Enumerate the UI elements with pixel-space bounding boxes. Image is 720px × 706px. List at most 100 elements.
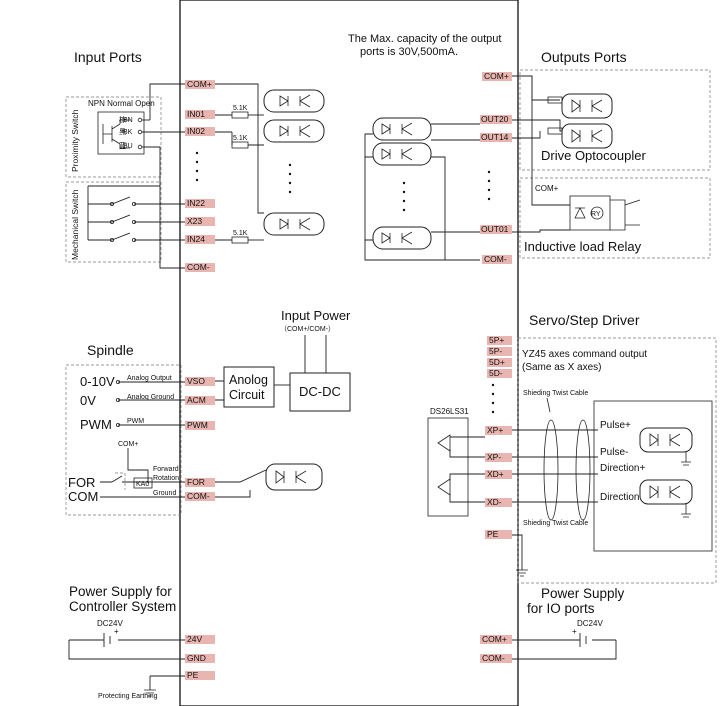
ds26ls31-label: DS26LS31 <box>430 407 469 416</box>
drive-optocoupler-label: Drive Optocoupler <box>541 148 646 163</box>
resistor-label-in24: 5.1K <box>233 230 248 237</box>
svg-text:COM-: COM- <box>484 254 507 264</box>
svg-text:5D-: 5D- <box>489 368 503 378</box>
svg-text:24V: 24V <box>187 634 202 644</box>
spindle-0-10v: 0-10V <box>80 374 115 389</box>
pin-left-in02: IN02 <box>185 126 215 136</box>
input-ports-circuit: Proximity Switch Mechanical Switch NPN N… <box>65 83 325 269</box>
output-capacity-note-line1: The Max. capacity of the output <box>348 33 501 45</box>
pin-left-com-minus: COM- <box>185 262 215 272</box>
pin-left-for: FOR <box>185 477 215 487</box>
spindle-pwm: PWM <box>80 417 112 432</box>
yz45-line2: (Same as X axes) <box>522 362 601 373</box>
svg-text:XP-: XP- <box>487 452 501 462</box>
ground-label: Ground <box>153 490 176 497</box>
forward-rotation-line1: Forward <box>153 466 179 473</box>
pin-left-x23: X23 <box>185 216 215 226</box>
power-supply-controller-line2: Controller System <box>69 599 176 614</box>
svg-text:PE: PE <box>487 529 499 539</box>
pin-right-pe: PE <box>485 529 512 539</box>
svg-text:IN22: IN22 <box>187 198 205 208</box>
input-ports-heading: Input Ports <box>74 49 142 65</box>
spindle-heading: Spindle <box>87 342 134 358</box>
svg-text:IN01: IN01 <box>187 109 205 119</box>
spindle-for: FOR <box>68 475 95 490</box>
svg-text:COM+: COM+ <box>187 79 212 89</box>
svg-text:IN24: IN24 <box>187 234 205 244</box>
dc24v-right-label: DC24V <box>577 619 603 628</box>
pin-right-5p-minus: 5P- <box>487 346 512 356</box>
svg-text:BN: BN <box>123 117 133 124</box>
power-supply-io-line1: Power Supply <box>541 586 625 601</box>
pin-left-gnd: GND <box>185 653 215 663</box>
svg-text:COM-: COM- <box>187 262 210 272</box>
pin-left-pwm: PWM <box>185 420 215 430</box>
npn-normal-open-label: NPN Normal Open <box>88 99 155 108</box>
input-power-circuit: DC-DC Anolog Circuit <box>215 335 351 412</box>
svg-text:BK: BK <box>123 129 133 136</box>
svg-text:VSO: VSO <box>187 376 205 386</box>
dc24v-left-label: DC24V <box>97 619 123 628</box>
protecting-earthing-label: Protecting Earthing <box>98 693 158 700</box>
spindle-0v: 0V <box>80 393 96 408</box>
pin-right-xp-plus: XP+ <box>485 425 512 435</box>
pin-right-com-plus-2: COM+ <box>480 634 512 644</box>
pwm-signal-label: PWM <box>127 418 144 425</box>
svg-text:BU: BU <box>123 143 133 150</box>
direction-plus-label: Direction+ <box>600 463 645 474</box>
svg-text:FOR: FOR <box>187 477 205 487</box>
pin-right-xd-plus: XD+ <box>485 469 512 479</box>
svg-text:OUT14: OUT14 <box>481 132 509 142</box>
spindle-com: COM <box>68 489 98 504</box>
dc-dc-label: DC-DC <box>299 384 341 399</box>
svg-text:ACM: ACM <box>187 395 206 405</box>
input-power-subtitle: （COM+/COM-） <box>280 325 335 333</box>
pulse-minus-label: Pulse- <box>600 447 628 458</box>
svg-text:PWM: PWM <box>187 420 208 430</box>
pin-left-com-plus: COM+ <box>185 79 215 89</box>
forward-rotation-line2: Rotation <box>153 475 179 482</box>
pin-left-com-minus-2: COM- <box>185 491 215 501</box>
resistor-label-in01: 5.1K <box>233 105 248 112</box>
power-supply-controller-circuit: DC24V + Protecting Earthing <box>68 619 185 700</box>
output-ports-circuit: COM+ RY <box>364 69 711 261</box>
direction-minus-label: Direction- <box>600 492 643 503</box>
svg-text:XP+: XP+ <box>487 425 503 435</box>
input-power-heading: Input Power <box>281 308 351 323</box>
analog-circuit-line1: Anolog <box>229 373 268 387</box>
servo-step-driver-heading: Servo/Step Driver <box>529 312 640 328</box>
analog-circuit-line2: Circuit <box>229 388 265 402</box>
analog-circuit-box <box>223 366 275 408</box>
shielding-cable-label-bottom: Shieding Twist Cable <box>523 520 588 527</box>
svg-text:黑: 黑 <box>119 128 126 136</box>
proximity-switch-label: Proximity Switch <box>70 109 80 172</box>
pin-right-com-minus: COM- <box>482 254 512 264</box>
output-capacity-note-line2: ports is 30V,500mA. <box>360 46 458 58</box>
pin-right-out14: OUT14 <box>480 132 512 142</box>
dc24v-right-plus: + <box>572 627 577 636</box>
pin-right-xd-minus: XD- <box>485 497 512 507</box>
svg-text:XD-: XD- <box>487 497 502 507</box>
pin-right-5p-plus: 5P+ <box>487 335 512 345</box>
svg-text:COM-: COM- <box>187 491 210 501</box>
pin-right-out01: OUT01 <box>480 224 512 234</box>
pulse-plus-label: Pulse+ <box>600 420 631 431</box>
pin-left-in24: IN24 <box>185 234 215 244</box>
power-supply-io-line2: for IO ports <box>527 601 595 616</box>
spindle-circuit: 0-10V 0V PWM Analog Output Analog Ground… <box>65 364 323 516</box>
svg-text:IN02: IN02 <box>187 126 205 136</box>
spindle-com-plus-label: COM+ <box>118 441 138 448</box>
pin-left-24v: 24V <box>185 634 215 644</box>
pin-left-acm: ACM <box>185 395 215 405</box>
svg-text:OUT20: OUT20 <box>481 114 509 124</box>
svg-text:5P-: 5P- <box>489 346 502 356</box>
svg-text:蓝: 蓝 <box>119 141 126 150</box>
dc-dc-box <box>289 372 351 412</box>
resistor-label-in02: 5.1K <box>233 135 248 142</box>
yz45-line1: YZ45 axes command output <box>522 349 647 360</box>
pin-right-com-minus-2: COM- <box>480 653 512 663</box>
pin-left-in01: IN01 <box>185 109 215 119</box>
svg-text:COM+: COM+ <box>484 71 509 81</box>
ka0-label: KA0 <box>136 481 149 488</box>
